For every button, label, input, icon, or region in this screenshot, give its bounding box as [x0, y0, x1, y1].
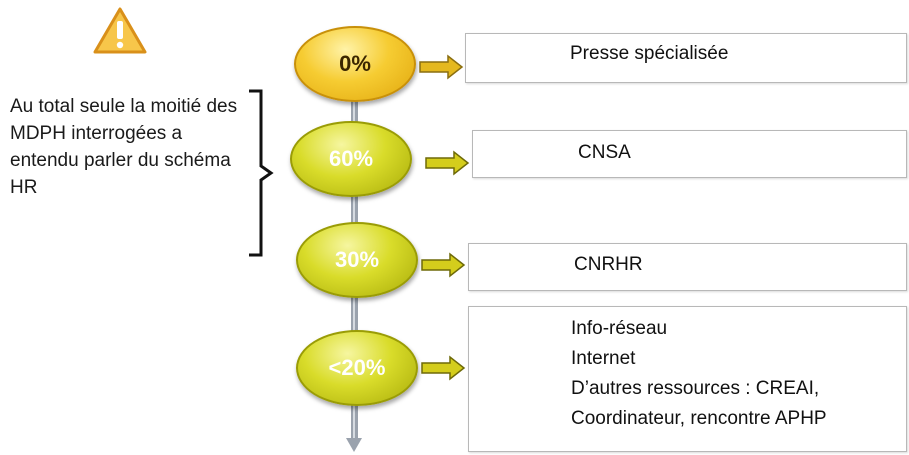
source-box-1: [465, 33, 907, 83]
arrow-right-icon: [419, 54, 464, 80]
source-list-4: Info-réseau Internet D’autres ressources…: [571, 314, 827, 434]
source-item: Internet: [571, 348, 636, 369]
source-item: Info-réseau: [571, 318, 668, 339]
percent-label-2: 60%: [328, 146, 374, 171]
source-item: D’autres ressources : CREAI,: [571, 378, 820, 399]
percent-label-4: <20%: [328, 355, 386, 380]
summary-note: Au total seule la moitié des MDPH interr…: [10, 96, 238, 198]
percent-oval-1: 0%: [294, 26, 416, 102]
arrow-right-icon: [421, 252, 466, 278]
percent-label-1: 0%: [339, 51, 371, 76]
arrow-right-icon: [421, 355, 466, 381]
source-label-1: Presse spécialisée: [570, 43, 729, 64]
source-label-3: CNRHR: [574, 254, 643, 275]
percent-oval-3: 30%: [296, 222, 418, 298]
percent-oval-2: 60%: [290, 121, 412, 197]
warning-triangle-icon: [93, 7, 147, 54]
source-item: Coordinateur, rencontre APHP: [571, 408, 827, 429]
source-box-2: [472, 130, 907, 178]
bracket: [249, 89, 274, 257]
source-box-3: [468, 243, 907, 291]
arrow-right-icon: [425, 150, 470, 176]
percent-label-3: 30%: [334, 247, 380, 272]
percent-oval-4: <20%: [296, 330, 418, 406]
source-box-4: [468, 306, 907, 452]
source-label-2: CNSA: [578, 142, 631, 163]
